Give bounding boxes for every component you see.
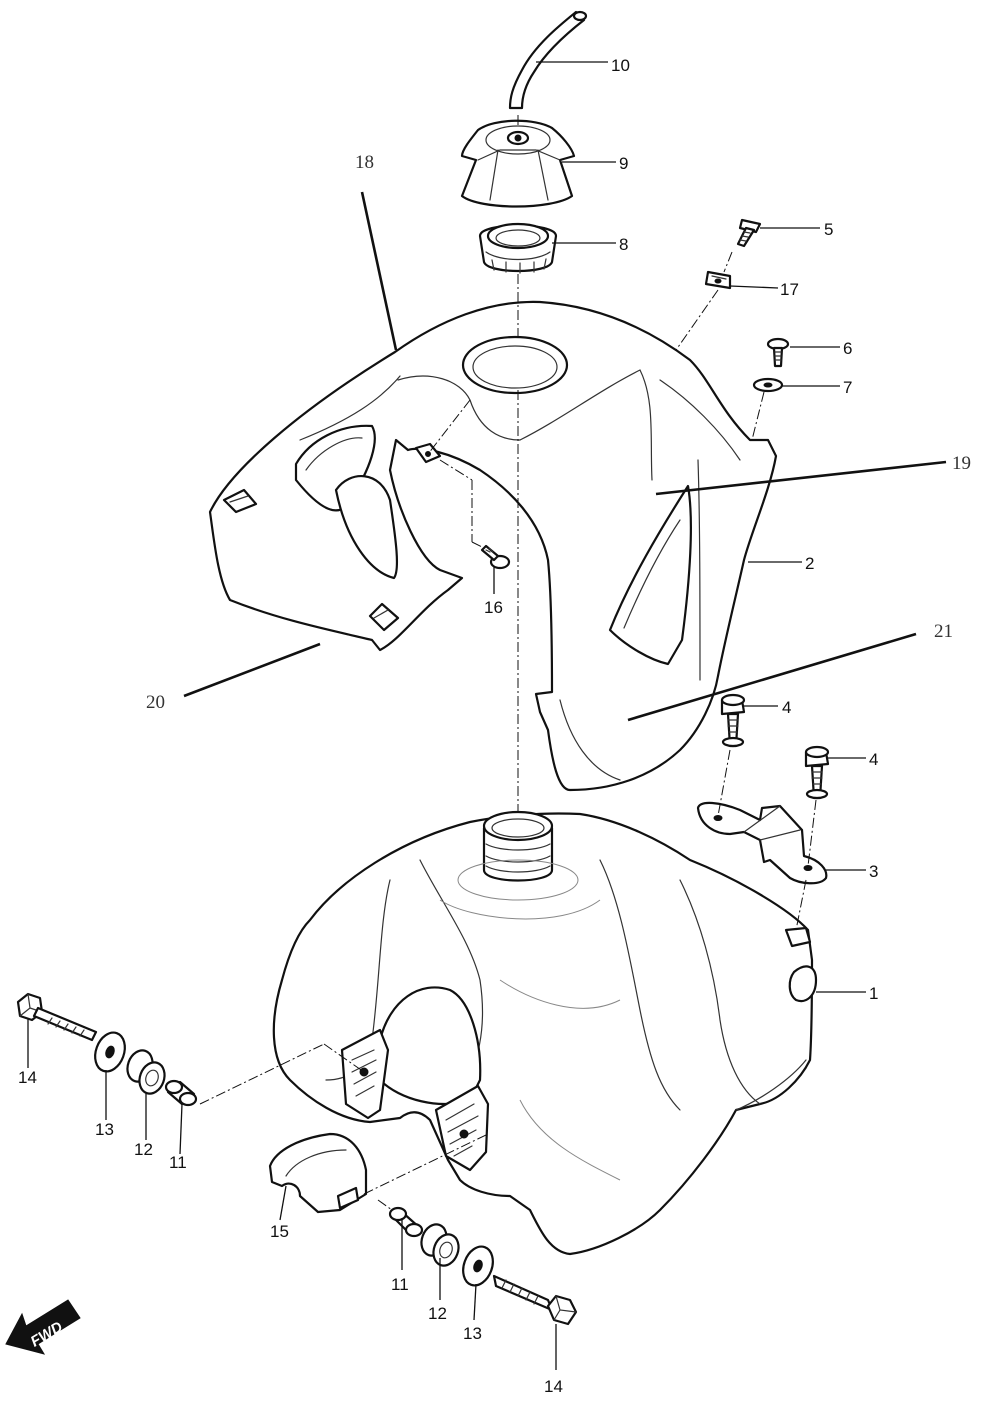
part-2-tank-cover-assembly <box>208 300 778 792</box>
callout-13-right: 13 <box>463 1324 482 1343</box>
callout-18: 18 <box>355 152 374 173</box>
part-8-filler-ring <box>478 222 558 274</box>
part-11-spacer-right <box>388 1206 424 1238</box>
callout-15: 15 <box>270 1222 289 1241</box>
callout-10: 10 <box>611 56 630 75</box>
part-16-screw <box>480 544 511 570</box>
callout-7: 7 <box>843 378 852 397</box>
part-11-spacer-left <box>164 1079 198 1107</box>
callout-20: 20 <box>146 692 165 713</box>
part-7-washer <box>752 377 784 393</box>
assembly-centerlines <box>199 115 817 1211</box>
part-14-bolt-left <box>16 992 98 1042</box>
part-6-bolt <box>766 337 790 368</box>
callout-11-left: 11 <box>169 1153 187 1172</box>
callout-13-left: 13 <box>95 1120 114 1139</box>
leader-lines <box>27 61 947 1370</box>
part-13-washer-right <box>462 1245 494 1287</box>
part-3-mounting-bracket <box>696 801 828 885</box>
part-4-bolt-right <box>804 745 830 800</box>
callout-1: 1 <box>869 984 878 1003</box>
callout-5: 5 <box>824 220 833 239</box>
part-10-breather-hose <box>508 10 588 110</box>
callout-14-right: 14 <box>544 1377 563 1396</box>
part-1-fuel-tank <box>272 810 818 1256</box>
part-14-bolt-right <box>492 1274 578 1326</box>
callout-9: 9 <box>619 154 628 173</box>
callout-14-left: 14 <box>18 1068 37 1087</box>
callout-3: 3 <box>869 862 878 881</box>
part-9-fuel-cap <box>460 119 576 208</box>
callout-6: 6 <box>843 339 852 358</box>
part-17-clip-nut <box>704 270 732 290</box>
callout-12-right: 12 <box>428 1304 447 1323</box>
callout-4-upper: 4 <box>782 698 791 717</box>
callout-21: 21 <box>934 621 953 642</box>
part-5-screw <box>736 218 762 248</box>
part-4-bolt-upper <box>720 693 746 748</box>
callout-12-left: 12 <box>134 1140 153 1159</box>
part-15-damper <box>268 1132 368 1214</box>
callout-11-right: 11 <box>391 1275 409 1294</box>
fwd-direction-arrow: FWD <box>5 1299 81 1355</box>
callout-4-right: 4 <box>869 750 878 769</box>
callout-17: 17 <box>780 280 799 299</box>
callout-labels: 10 9 8 5 17 6 7 2 4 4 3 1 16 14 13 12 11… <box>18 56 971 1396</box>
callout-19: 19 <box>952 453 971 474</box>
part-12-collar-left <box>126 1049 166 1095</box>
callout-2: 2 <box>805 554 814 573</box>
callout-8: 8 <box>619 235 628 254</box>
part-13-washer-left <box>94 1031 126 1073</box>
callout-16: 16 <box>484 598 503 617</box>
